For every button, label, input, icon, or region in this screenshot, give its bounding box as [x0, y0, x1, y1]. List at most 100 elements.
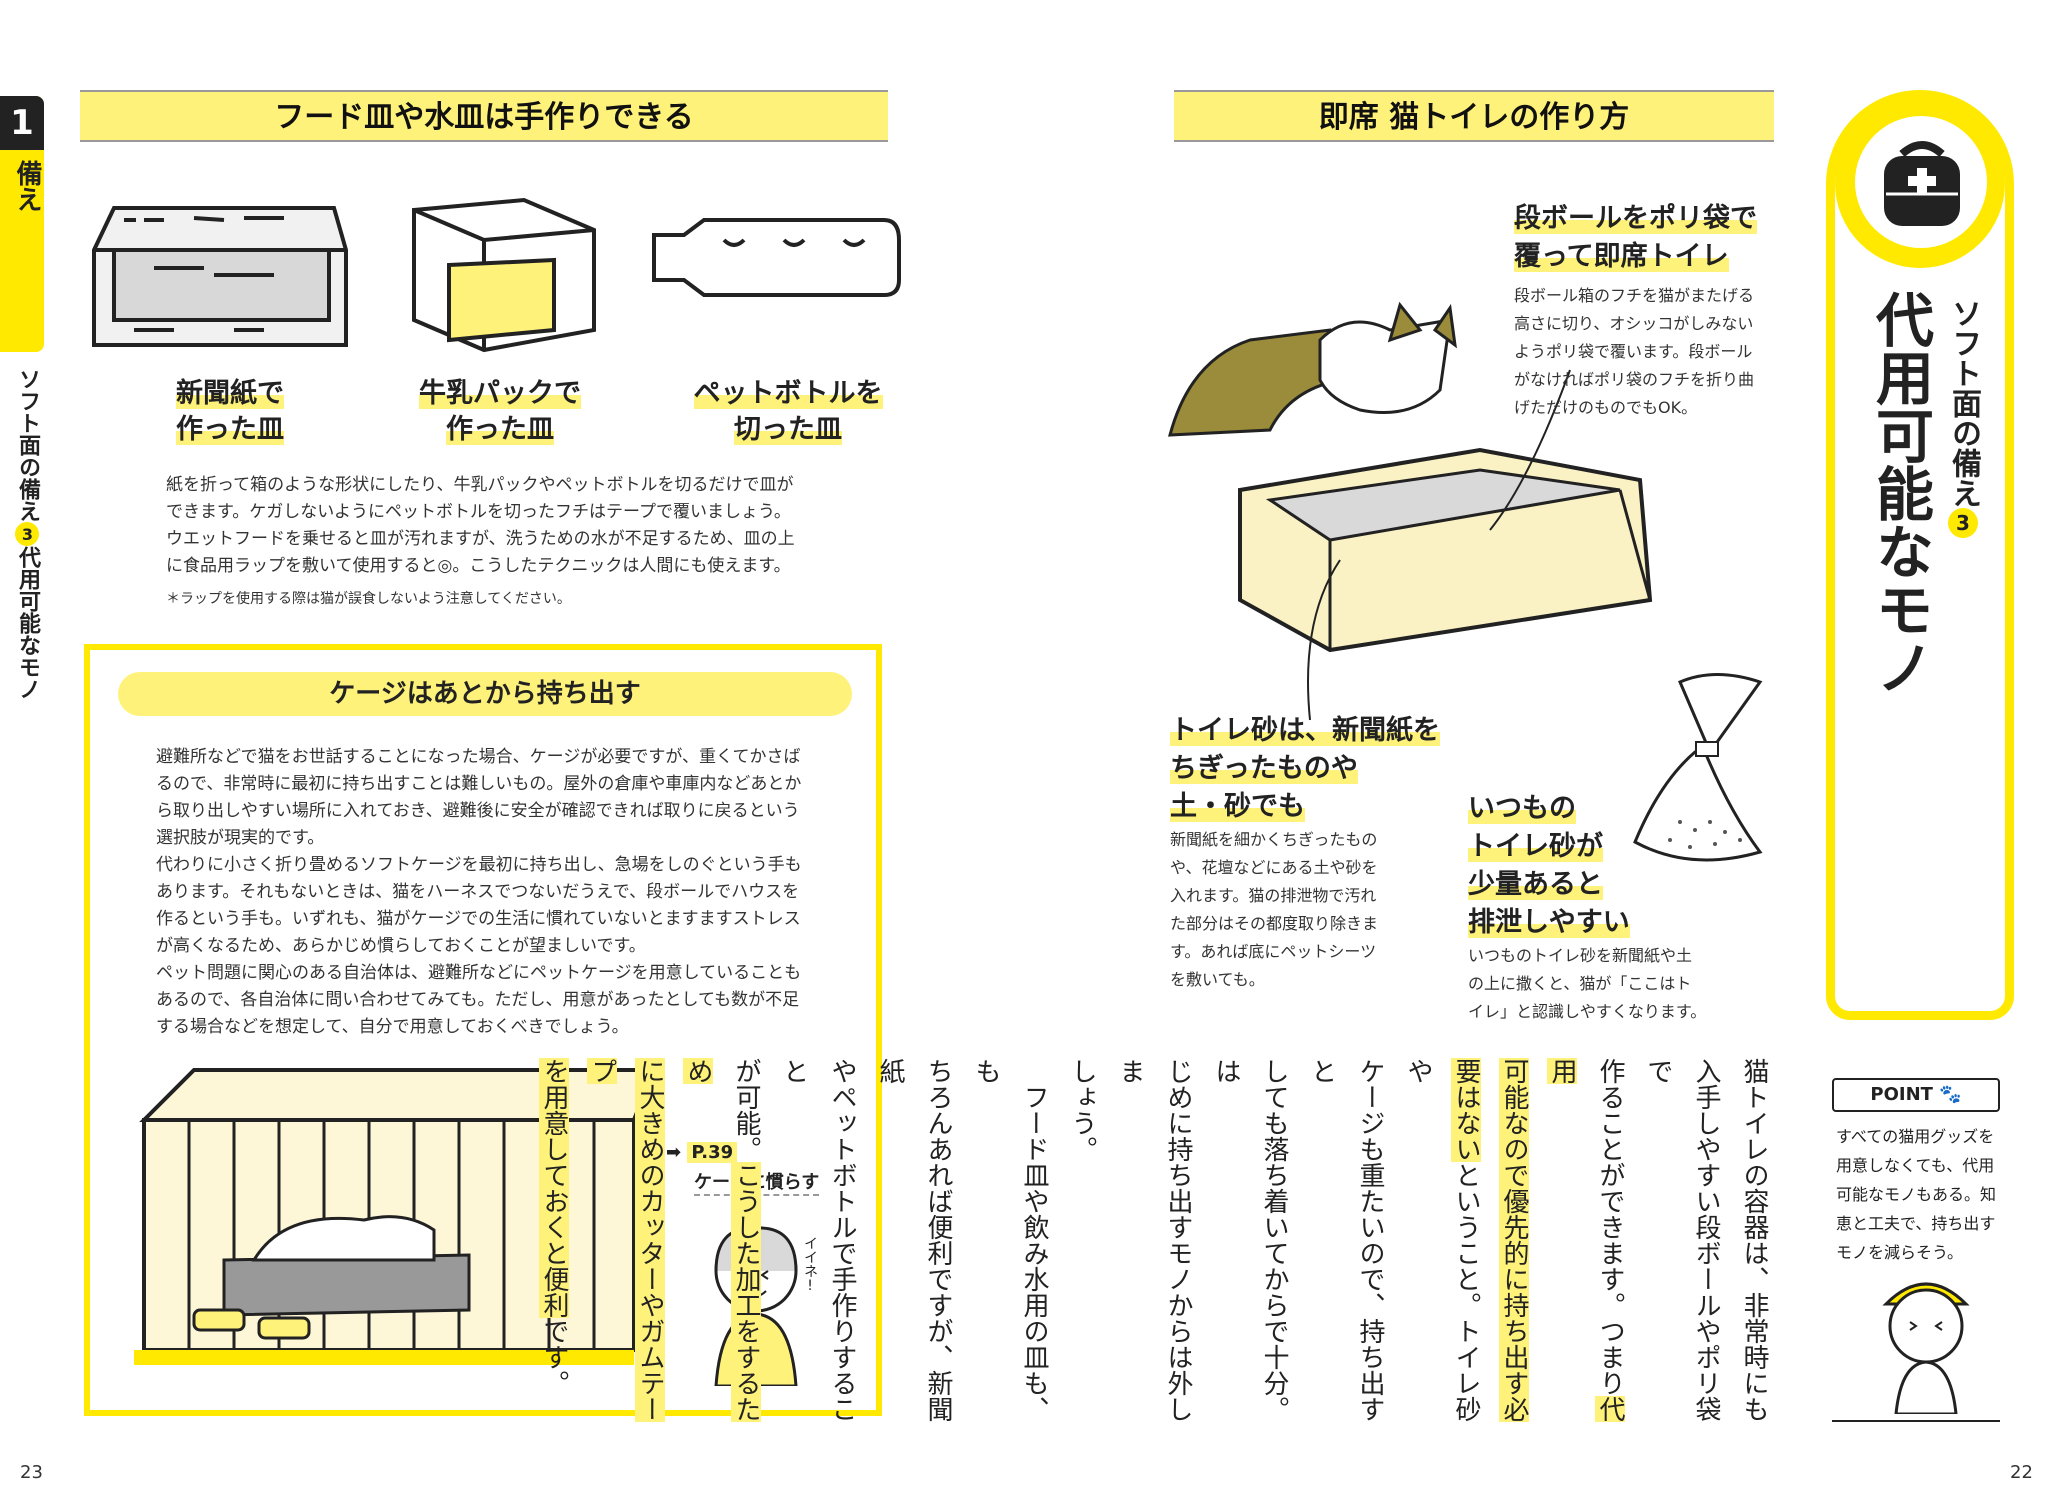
dishes-body-line: ウエットフードを乗せると皿が汚れますが、洗うための水が不足するため、皿の上 [166, 529, 795, 549]
cage-body-line: 避難所などで猫をお世話することになった場合、ケージが必要ですが、重くてかさば [156, 747, 801, 767]
vertical-line: 可能なので優先的に持ち出す必 [1499, 1058, 1529, 1422]
vertical-line: 猫トイレの容器は、非常時にも [1739, 1058, 1769, 1422]
cage-section-frame [84, 644, 882, 1416]
callout-sand-heading-line1: トイレ砂は、新聞紙を [1170, 715, 1440, 746]
running-head-number: 3 [15, 522, 39, 546]
dishes-body-line: できます。ケガしないようにペットボトルを切ったフチはテープで覆いましょう。 [166, 502, 791, 522]
cage-body-line: する場合などを想定して、自分で用意しておくべきでしょう。 [156, 1017, 629, 1037]
point-text-line: モノを減らそう。 [1836, 1243, 1964, 1262]
vertical-line: やペットボトルで手作りすること [779, 1058, 857, 1422]
callout-usual-sand-body-line: の上に撒くと、猫が「ここはト [1468, 974, 1692, 993]
cage-body-text: 避難所などで猫をお世話することになった場合、ケージが必要ですが、重くてかさば る… [156, 744, 856, 1041]
section-heading-toilet: 即席 猫トイレの作り方 [1174, 90, 1774, 142]
callout-box-heading: 段ボールをポリ袋で 覆って即席トイレ [1514, 200, 1834, 276]
point-bottom-rule [1832, 1416, 2000, 1422]
callout-usual-sand-heading-line4: 排泄しやすい [1468, 907, 1630, 938]
vertical-line: フード皿や飲み水用の皿も、も [971, 1058, 1049, 1422]
callout-usual-sand-body-line: いつものトイレ砂を新聞紙や土 [1468, 946, 1693, 965]
callout-sand-body-line: や、花壇などにある土や砂を [1170, 858, 1378, 877]
litter-box-illustration [1168, 301, 1653, 721]
point-badge: POINT 🐾 [1832, 1078, 2000, 1112]
cat-mascot-illustration [1882, 1282, 1970, 1414]
callout-usual-sand-heading: いつもの トイレ砂が 少量あると 排泄しやすい [1468, 790, 1708, 942]
callout-sand-body-line: 新聞紙を細かくちぎったもの [1170, 830, 1378, 849]
arrow-right-icon: ➡ [666, 1142, 682, 1163]
dish-label-bottle: ペットボトルを 切った皿 [668, 376, 908, 448]
point-text-line: すべての猫用グッズを [1836, 1127, 1995, 1146]
vertical-line: じめに持ち出すモノからは外しま [1115, 1058, 1193, 1422]
tab-heading: ソフト面の備え3 代用可能なモノ [1860, 290, 1981, 720]
callout-sand-heading-line2: ちぎったものや [1170, 753, 1358, 784]
paw-icon: 🐾 [1939, 1084, 1962, 1105]
sand-bag-illustration [1633, 673, 1763, 862]
cage-body-line: あるので、各自治体に問い合わせてみても。ただし、用意があったとしても数が不足 [156, 990, 800, 1010]
chapter-number: 1 [0, 96, 44, 150]
person-speech: イイネ! [802, 1236, 818, 1294]
callout-sand-body-line: す。あれば底にペットシーツ [1170, 942, 1377, 961]
dish-label-bottle-line1: ペットボトルを [693, 378, 883, 409]
callout-usual-sand-heading-line2: トイレ砂が [1468, 831, 1603, 862]
tab-subtitle-number: 3 [1948, 508, 1978, 538]
callout-usual-sand-heading-line3: 少量あると [1468, 869, 1603, 900]
callout-sand-heading-line3: 土・砂でも [1170, 791, 1305, 822]
dish-label-milk-line2: 作った皿 [446, 414, 554, 445]
chapter-side-tab [1826, 90, 2014, 1020]
vertical-line: 要はないということ。トイレ砂や [1403, 1058, 1481, 1422]
milk-carton-dish-illustration [412, 197, 596, 353]
dish-label-newspaper: 新聞紙で 作った皿 [130, 376, 330, 448]
callout-sand-body-line: た部分はその都度取り除きま [1170, 914, 1379, 933]
vertical-line: しても落ち着いてからで十分。は [1211, 1058, 1289, 1422]
callout-sand-body: 新聞紙を細かくちぎったもの や、花壇などにある土や砂を 入れます。猫の排泄物で汚… [1170, 826, 1430, 994]
page-number-right: 22 [2010, 1462, 2033, 1483]
page-reference[interactable]: ➡ P.39 [666, 1142, 738, 1163]
page-reference-number: P.39 [687, 1142, 738, 1163]
callout-box-body-line: ようポリ袋で覆います。段ボール [1514, 342, 1753, 361]
vertical-line: ケージも重たいので、持ち出すと [1307, 1058, 1385, 1422]
vertical-line: を用意しておくと便利です。 [539, 1058, 569, 1396]
plastic-bottle-dish-illustration [652, 218, 901, 297]
point-label: POINT [1870, 1084, 1933, 1105]
vertical-line: ちろんあれば便利ですが、新聞紙 [875, 1058, 953, 1422]
dish-label-bottle-line2: 切った皿 [734, 414, 842, 445]
cage-body-line: 作るという手も。いずれも、猫がケージでの生活に慣れていないとますますストレス [156, 909, 801, 929]
dish-illustrations [92, 197, 901, 353]
main-vertical-text: 猫トイレの容器は、非常時にも 入手しやすい段ボールやポリ袋で 作ることができます… [530, 1058, 1778, 1438]
callout-box-body-line: 高さに切り、オシッコがしみない [1514, 314, 1754, 333]
backpack-icon [1884, 141, 1960, 226]
callout-sand-body-line: 入れます。猫の排泄物で汚れ [1170, 886, 1377, 905]
callout-usual-sand-body: いつものトイレ砂を新聞紙や土 の上に撒くと、猫が「ここはト イレ」と認識しやすく… [1468, 942, 1768, 1026]
cage-body-line: 選択肢が現実的です。 [156, 828, 325, 848]
running-head-part1: ソフト面の備え [15, 368, 40, 522]
callout-box-heading-line2: 覆って即席トイレ [1514, 241, 1729, 272]
callout-usual-sand-heading-line1: いつもの [1468, 793, 1576, 824]
cage-body-line: が高くなるため、あらかじめ慣らしておくことが望ましいです。 [156, 936, 646, 956]
callout-box-body-line: げただけのものでもOK。 [1514, 398, 1698, 417]
dish-label-newspaper-line2: 作った皿 [176, 414, 284, 445]
dish-label-milk-line1: 牛乳パックで [419, 378, 581, 409]
point-text-line: 用意しなくても、代用 [1836, 1156, 1995, 1175]
vertical-line: 入手しやすい段ボールやポリ袋で [1643, 1058, 1721, 1422]
running-head-part2: 代用可能なモノ [15, 546, 40, 700]
tab-title: 代用可能なモノ [1866, 290, 1934, 696]
vertical-line: しょう。 [1067, 1058, 1097, 1162]
callout-usual-sand-body-line: イレ」と認識しやすくなります。 [1468, 1002, 1707, 1021]
chapter-title: 備え [12, 160, 42, 212]
page-number-left: 23 [20, 1462, 43, 1483]
callout-sand-heading: トイレ砂は、新聞紙を ちぎったものや 土・砂でも [1170, 712, 1510, 826]
dishes-note: ＊ラップを使用する際は猫が誤食しないよう注意してください。 [166, 591, 571, 607]
cage-body-line: あります。それもないときは、猫をハーネスでつないだうえで、段ボールでハウスを [156, 882, 800, 902]
vertical-line: に大きめのカッターやガムテープ [587, 1058, 665, 1422]
cage-body-line: ら取り出しやすい場所に入れておき、避難後に安全が確認できれば取りに戻るという [156, 801, 800, 821]
cage-body-line: ペット問題に関心のある自治体は、避難所などにペットケージを用意していることも [156, 963, 802, 983]
cage-body-line: 代わりに小さく折り畳めるソフトケージを最初に持ち出し、急場をしのぐという手も [156, 855, 802, 875]
newspaper-dish-illustration [92, 206, 348, 347]
dish-label-milk-carton: 牛乳パックで 作った皿 [380, 376, 620, 448]
dishes-body-text: 紙を折って箱のような形状にしたり、牛乳パックやペットボトルを切るだけで皿が でき… [166, 472, 866, 580]
callout-sand-body-line: を敷いても。 [1170, 970, 1265, 989]
section-heading-dishes: フード皿や水皿は手作りできる [80, 90, 888, 142]
vertical-line: が可能。こうした加工をするため [683, 1058, 761, 1422]
point-text-line: 可能なモノもある。知 [1836, 1185, 1997, 1204]
dishes-body-line: 紙を折って箱のような形状にしたり、牛乳パックやペットボトルを切るだけで皿が [166, 475, 794, 495]
dish-label-newspaper-line1: 新聞紙で [176, 378, 284, 409]
running-head: ソフト面の備え3代用可能なモノ [4, 368, 40, 700]
